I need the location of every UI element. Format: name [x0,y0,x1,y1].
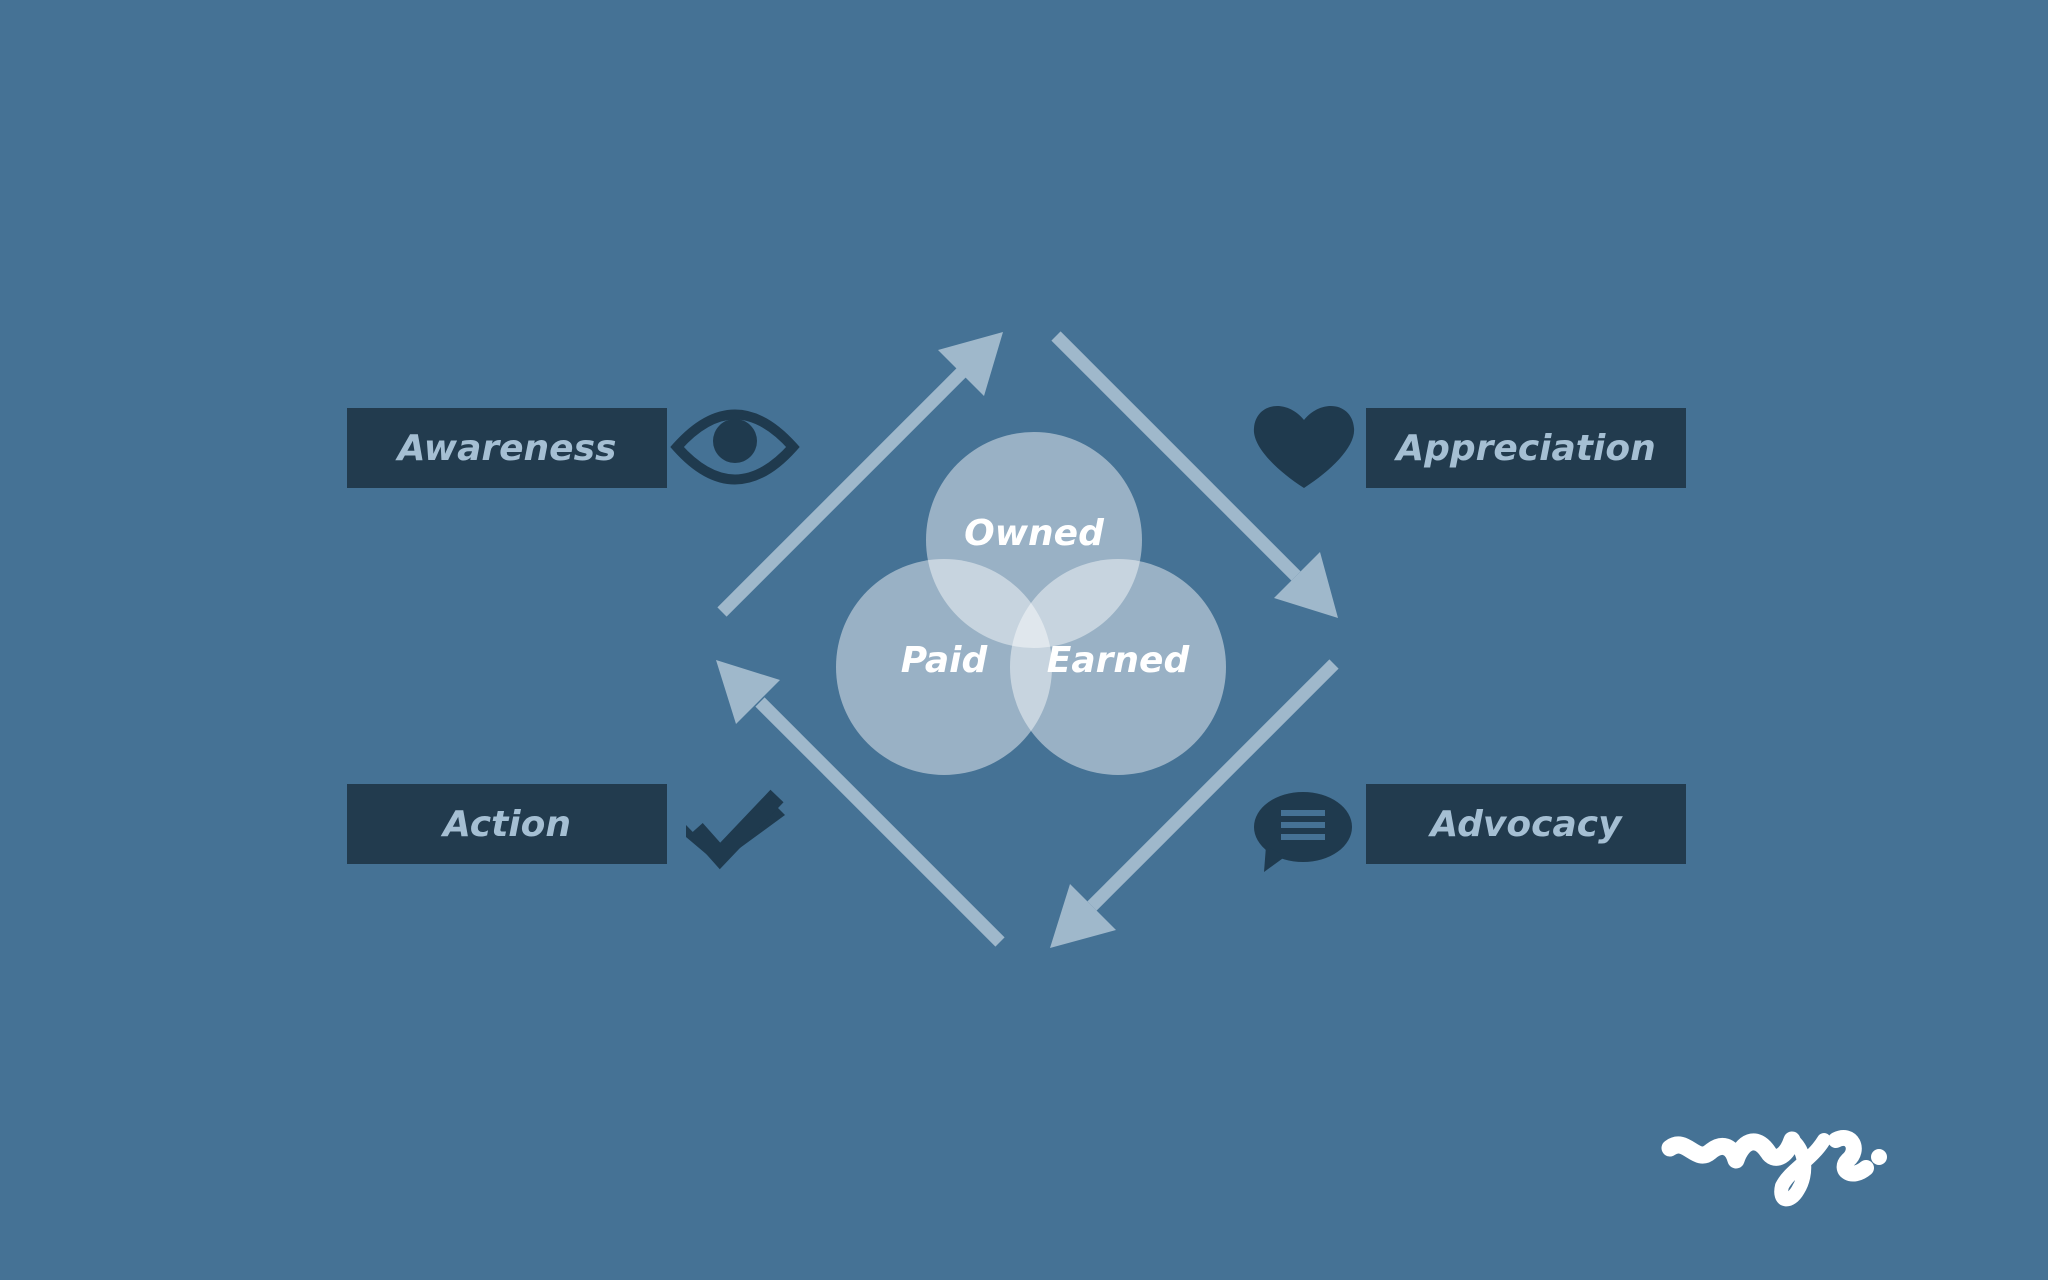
stage-appreciation-label: Appreciation [1396,427,1656,469]
stage-action: Action [347,784,667,864]
venn-label-earned: Earned [1047,640,1191,681]
arrow-action-to-awareness [716,660,1005,947]
venn-circle-earned [1010,559,1226,775]
venn-diagram: Owned Paid Earned [836,432,1226,775]
venn-label-owned: Owned [964,513,1105,554]
heart-icon [1253,406,1355,488]
speech-bubble-icon [1254,792,1352,872]
eye-icon [670,409,800,485]
arrow-advocacy-to-action [1050,659,1339,948]
venn-label-paid: Paid [901,640,989,681]
stage-advocacy: Advocacy [1366,784,1686,864]
stage-advocacy-label: Advocacy [1430,803,1622,845]
stage-action-label: Action [442,803,571,845]
venn-circle-paid [836,559,1052,775]
arrow-awareness-to-appreciation [717,332,1003,617]
arrow-appreciation-to-advocacy [1051,331,1338,618]
stage-awareness: Awareness [347,408,667,488]
checkmark-icon [686,789,785,870]
stage-awareness-label: Awareness [397,427,617,469]
venn-circle-owned [926,432,1142,648]
wys-logo [1661,1130,1887,1207]
stage-appreciation: Appreciation [1366,408,1686,488]
